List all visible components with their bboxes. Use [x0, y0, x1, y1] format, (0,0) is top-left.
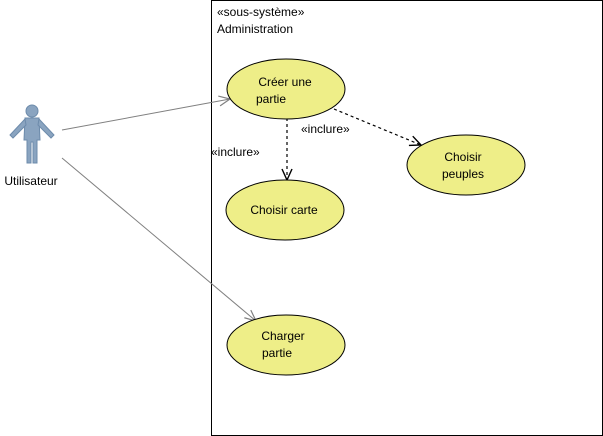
system-stereotype: «sous-système»: [217, 5, 305, 19]
stick-figure-actor-icon: [9, 104, 55, 164]
use-case-creer-partie[interactable]: Créer une partie: [226, 58, 346, 120]
use-case-choisir-peuples[interactable]: Choisir peuples: [406, 134, 526, 196]
include-label-peuples: «inclure»: [301, 122, 350, 136]
include-edge-choisir-peuples: [333, 108, 423, 147]
include-label-carte: «inclure»: [211, 145, 260, 159]
association-creer-partie: [61, 95, 232, 131]
system-name: Administration: [217, 22, 293, 36]
use-case-label: Choisir carte: [250, 203, 318, 217]
use-case-choisir-carte[interactable]: Choisir carte: [225, 179, 345, 241]
use-case-charger-partie[interactable]: Charger partie: [226, 314, 346, 376]
use-case-label: Choisir: [444, 150, 481, 164]
actor-utilisateur[interactable]: Utilisateur: [4, 104, 58, 188]
use-case-label: partie: [262, 346, 292, 360]
association-charger-partie: [61, 157, 258, 322]
actor-label: Utilisateur: [4, 174, 57, 188]
use-case-label: Charger: [261, 329, 304, 343]
use-case-label: partie: [256, 92, 286, 106]
use-case-label: peuples: [442, 167, 484, 181]
use-case-label: Créer une: [258, 75, 312, 89]
